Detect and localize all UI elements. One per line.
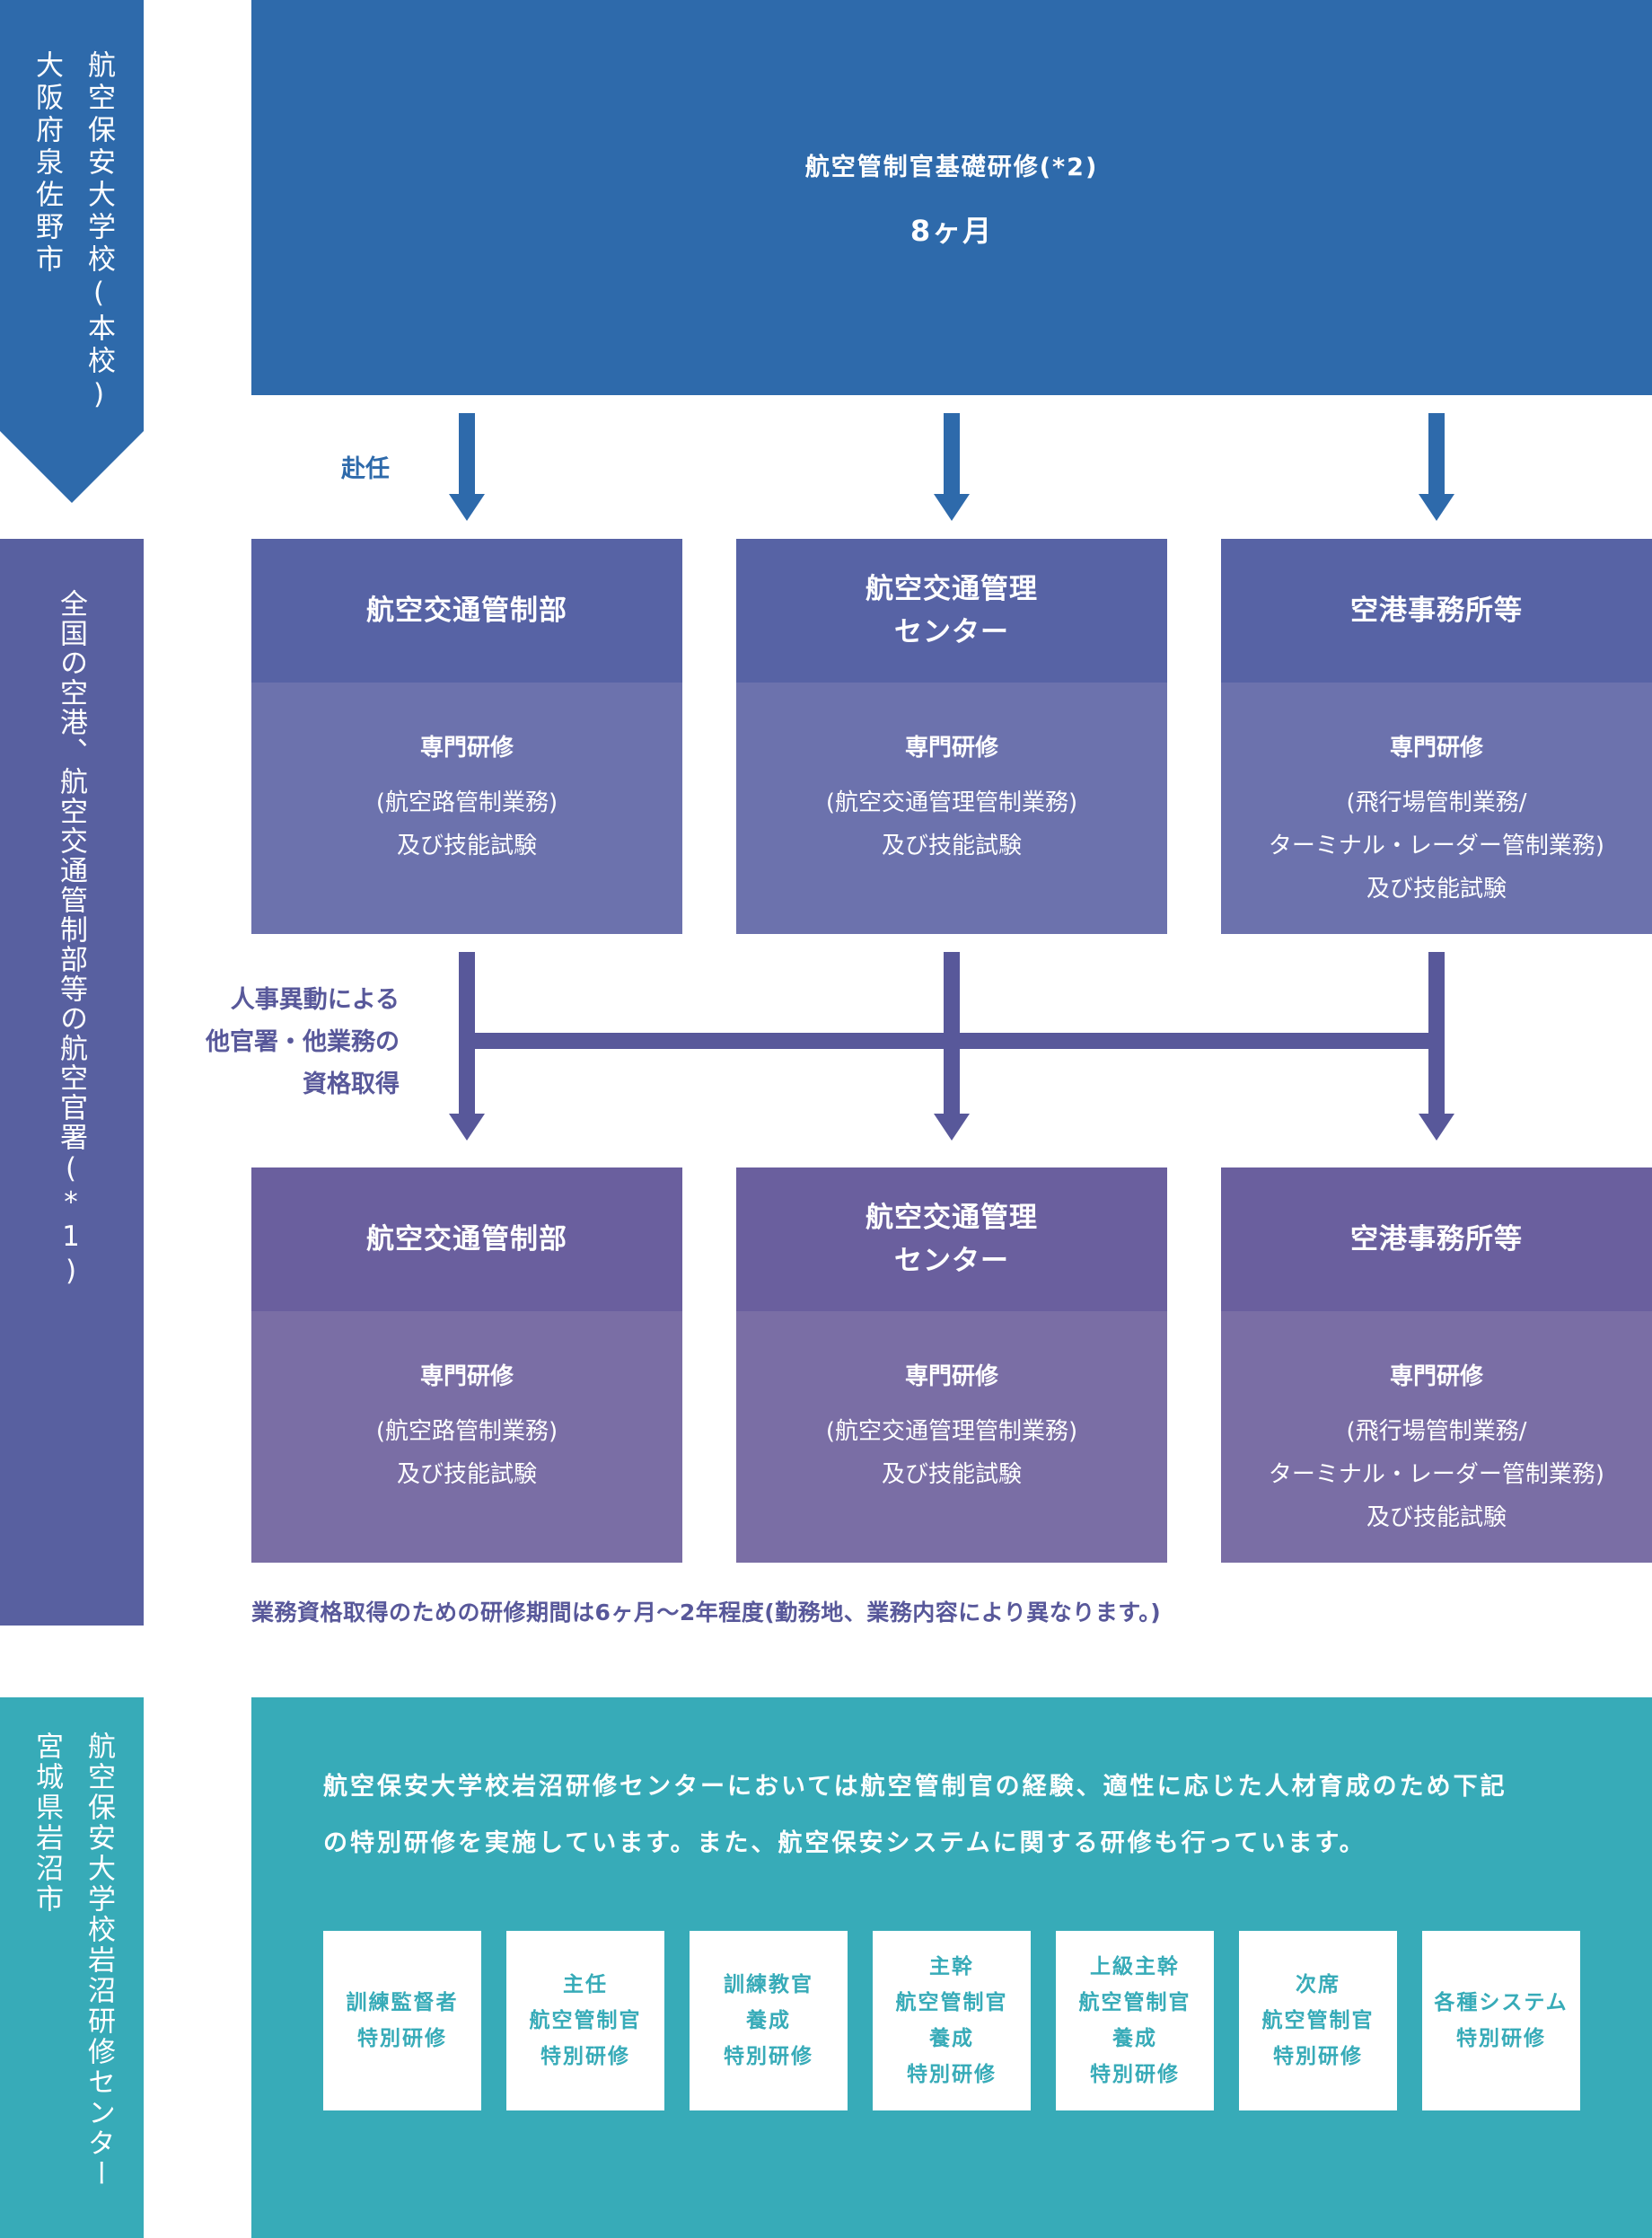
section-zenkoku: 全国の空港、航空交通管制部等の航空官署(*1) [0, 539, 144, 1626]
org-card-airport-1: 空港事務所等 専門研修 (飛行場管制業務/ターミナル・レーダー管制業務)及び技能… [1221, 539, 1652, 934]
org-title: 航空交通管制部 [251, 1167, 682, 1311]
org-card-atcc-2: 航空交通管制部 専門研修 (航空路管制業務)及び技能試験 [251, 1167, 682, 1563]
section-honko-name: 航空保安大学校(本校) [83, 50, 115, 415]
special-training-card: 訓練監督者特別研修 [323, 1931, 481, 2110]
training-type: 専門研修 [419, 735, 514, 762]
org-training: 専門研修 (航空交通管理管制業務)及び技能試験 [736, 1311, 1167, 1563]
training-period-note: 業務資格取得のための研修期間は6ヶ月〜2年程度(勤務地、業務内容により異なります… [251, 1599, 1162, 1626]
org-card-atcc-1: 航空交通管制部 専門研修 (航空路管制業務)及び技能試験 [251, 539, 682, 934]
training-detail: (航空交通管理管制業務)及び技能試験 [825, 1418, 1078, 1488]
basic-training-title: 航空管制官基礎研修(*2) [804, 154, 1099, 181]
org-training: 専門研修 (航空路管制業務)及び技能試験 [251, 683, 682, 934]
section-honko: 航空保安大学校(本校) 大阪府泉佐野市 [0, 0, 144, 503]
basic-training-duration: 8ヶ月 [909, 214, 994, 248]
special-training-card: 訓練教官養成特別研修 [690, 1931, 848, 2110]
org-training: 専門研修 (航空交通管理管制業務)及び技能試験 [736, 683, 1167, 934]
training-detail: (飛行場管制業務/ターミナル・レーダー管制業務)及び技能試験 [1268, 1418, 1605, 1531]
iwanuma-box: 航空保安大学校岩沼研修センターにおいては航空管制官の経験、適性に応じた人材育成の… [251, 1697, 1652, 2238]
special-training-card: 主任航空管制官特別研修 [506, 1931, 664, 2110]
org-title: 空港事務所等 [1221, 539, 1652, 683]
special-training-card: 上級主幹航空管制官養成特別研修 [1056, 1931, 1214, 2110]
special-training-card: 次席航空管制官特別研修 [1239, 1931, 1397, 2110]
org-title: 航空交通管理センター [736, 1167, 1167, 1311]
training-detail: (航空路管制業務)及び技能試験 [375, 1418, 558, 1488]
training-detail: (航空交通管理管制業務)及び技能試験 [825, 789, 1078, 859]
org-card-atmc-1: 航空交通管理センター 専門研修 (航空交通管理管制業務)及び技能試験 [736, 539, 1167, 934]
org-card-atmc-2: 航空交通管理センター 専門研修 (航空交通管理管制業務)及び技能試験 [736, 1167, 1167, 1563]
transfer-label: 人事異動による 他官署・他業務の 資格取得 [206, 986, 400, 1098]
special-training-card: 各種システム特別研修 [1422, 1931, 1580, 2110]
org-training: 専門研修 (航空路管制業務)及び技能試験 [251, 1311, 682, 1563]
assignment-arrows [449, 413, 1454, 521]
transfer-connector [459, 952, 1445, 1123]
section-iwanuma-location: 宮城県岩沼市 [31, 1731, 63, 1915]
transfer-arrowheads [449, 1114, 1454, 1141]
org-training: 専門研修 (飛行場管制業務/ターミナル・レーダー管制業務)及び技能試験 [1221, 1311, 1652, 1563]
section-zenkoku-name: 全国の空港、航空交通管制部等の航空官署(*1) [55, 589, 87, 1289]
section-honko-shape [0, 0, 144, 503]
training-type: 専門研修 [419, 1363, 514, 1390]
assignment-label: 赴任 [341, 455, 390, 483]
org-training: 専門研修 (飛行場管制業務/ターミナル・レーダー管制業務)及び技能試験 [1221, 683, 1652, 934]
training-type: 専門研修 [904, 1363, 998, 1390]
section-honko-location: 大阪府泉佐野市 [31, 50, 63, 277]
org-title: 航空交通管制部 [251, 539, 682, 683]
section-iwanuma: 航空保安大学校岩沼研修センター 宮城県岩沼市 [0, 1697, 144, 2238]
iwanuma-description: 航空保安大学校岩沼研修センターにおいては航空管制官の経験、適性に応じた人材育成の… [323, 1773, 1507, 1857]
training-detail: (飛行場管制業務/ターミナル・レーダー管制業務)及び技能試験 [1268, 789, 1605, 903]
training-detail: (航空路管制業務)及び技能試験 [375, 789, 558, 859]
basic-training-box: 航空管制官基礎研修(*2) 8ヶ月 [251, 0, 1652, 395]
training-type: 専門研修 [1389, 735, 1483, 762]
training-type: 専門研修 [1389, 1363, 1483, 1390]
training-type: 専門研修 [904, 735, 998, 762]
org-title: 航空交通管理センター [736, 539, 1167, 683]
special-training-card: 主幹航空管制官養成特別研修 [873, 1931, 1031, 2110]
org-card-airport-2: 空港事務所等 専門研修 (飛行場管制業務/ターミナル・レーダー管制業務)及び技能… [1221, 1167, 1652, 1563]
section-iwanuma-name: 航空保安大学校岩沼研修センター [83, 1731, 115, 2190]
org-title: 空港事務所等 [1221, 1167, 1652, 1311]
